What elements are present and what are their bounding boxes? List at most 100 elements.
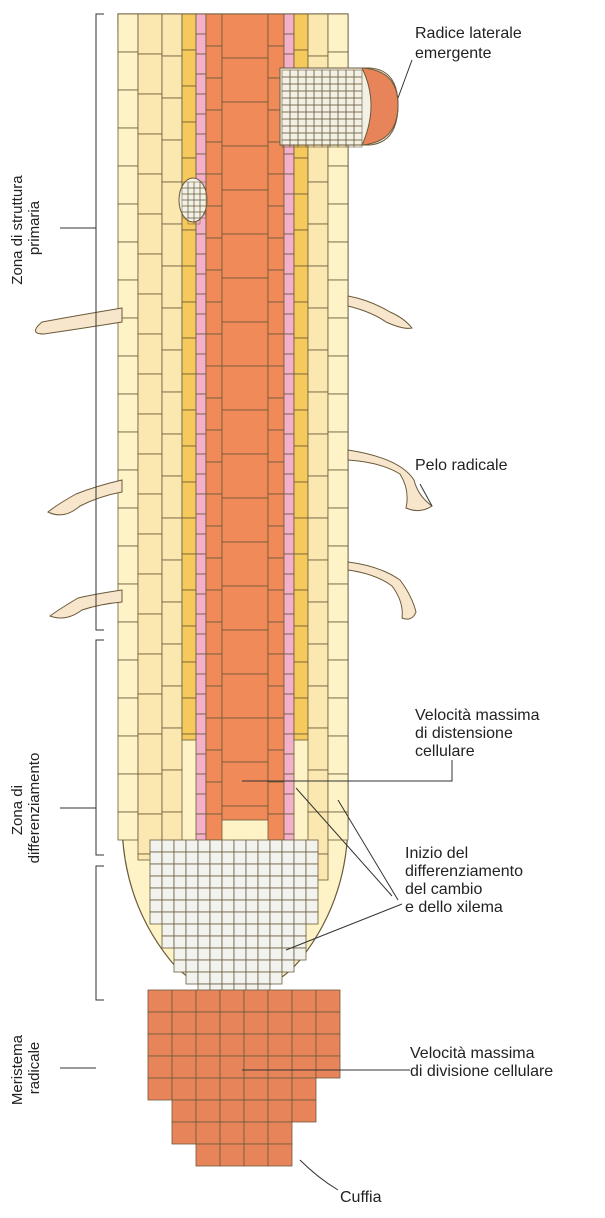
epidermis-cell [328,470,348,508]
stele-cell [222,630,268,674]
pericycle-cell [284,214,294,234]
pericycle-cell [196,814,206,834]
meristem-cell [282,840,294,852]
cap-cell [196,1144,220,1166]
pericycle-cell [284,534,294,554]
meristem-cell [258,852,270,864]
label-max-elongation: Velocità massima di distensione cellular… [415,707,544,760]
cap-cell [316,1012,340,1034]
stele-cell [222,322,268,366]
meristem-cell [234,888,246,900]
meristem-cell [294,888,306,900]
meristem-cell [258,876,270,888]
meristem-cell [198,864,210,876]
meristem-cell [258,864,270,876]
cap-cell [244,1012,268,1034]
meristem-cell [162,888,174,900]
endodermis-cell [182,554,196,590]
epidermis-cell [118,166,138,204]
lateral-root [280,68,398,147]
stele-cell [268,750,284,782]
epidermis-cell [328,698,348,736]
endodermis-cell [294,446,308,482]
pericycle-cell [196,314,206,334]
pericycle-cell [196,154,206,174]
pericycle-cell [284,474,294,494]
stele-cell [268,270,284,302]
stele-cell [222,762,268,806]
meristem-cell [150,852,162,864]
cortex-cell [162,518,182,560]
root-hair-left-3 [50,590,122,618]
stele-cell [268,654,284,686]
pericycle-cell [284,414,294,434]
epidermis-cell [118,736,138,774]
cap-cell [292,1034,316,1056]
meristem-cell [174,888,186,900]
cap-cell [220,1144,244,1166]
meristem-cell [258,936,270,948]
epidermis-cell [118,394,138,432]
stele-cell [222,190,268,234]
meristem-cell [306,912,318,924]
cap-cell [244,1078,268,1100]
epidermis-cell [328,508,348,546]
meristem-cell [234,972,246,984]
cap-cell [196,1012,220,1034]
epidermis-cell [328,394,348,432]
cortex-cell [138,54,162,94]
meristem-cell [246,876,258,888]
meristem-cell [162,864,174,876]
stele-cell [206,206,222,238]
cap-cell [220,1100,244,1122]
pericycle-cell [196,34,206,54]
meristem-cell [210,876,222,888]
stele-cell [206,174,222,206]
meristem-cell [186,972,198,984]
endodermis-cell [182,14,196,50]
meristem-cell [282,852,294,864]
meristem-cell [150,900,162,912]
stele-cell [206,46,222,78]
meristem-cell [162,876,174,888]
meristem-cell [282,912,294,924]
cortex-cell [308,476,328,518]
stele-cell [206,78,222,110]
meristem-cell [234,900,246,912]
endodermis-cell [182,698,196,734]
cortex-cell [308,182,328,224]
meristem-cell [282,864,294,876]
pericycle-cell [284,254,294,274]
cap-cell [196,1078,220,1100]
cortex-cell [162,686,182,728]
epidermis-cell [328,584,348,622]
meristem-cell [198,912,210,924]
root-hair-right-1 [348,296,412,328]
meristem-cell [270,972,282,984]
stele-cell [222,542,268,586]
meristem-cell [150,888,162,900]
epidermis-cell [118,14,138,52]
endodermis-cell [294,482,308,518]
cortex-cell [138,694,162,734]
meristem-cell [270,912,282,924]
stele-cell [268,686,284,718]
stele-cell [222,674,268,718]
pericycle-cell [284,234,294,254]
pericycle-cell [284,354,294,374]
pericycle-cell [196,794,206,814]
pericycle-cell [196,614,206,634]
meristem-cell [234,924,246,936]
meristem-cell [222,840,234,852]
meristem-cell [174,840,186,852]
pericycle-cell [196,114,206,134]
meristem-cell [198,972,210,984]
epidermis-cell [328,318,348,356]
epidermis-cell [328,242,348,280]
pericycle-cell [284,714,294,734]
meristem-cell [234,912,246,924]
cortex-cell [308,686,328,728]
meristem-cell [270,936,282,948]
endodermis-cell [182,230,196,266]
endodermis-cell [182,734,196,740]
